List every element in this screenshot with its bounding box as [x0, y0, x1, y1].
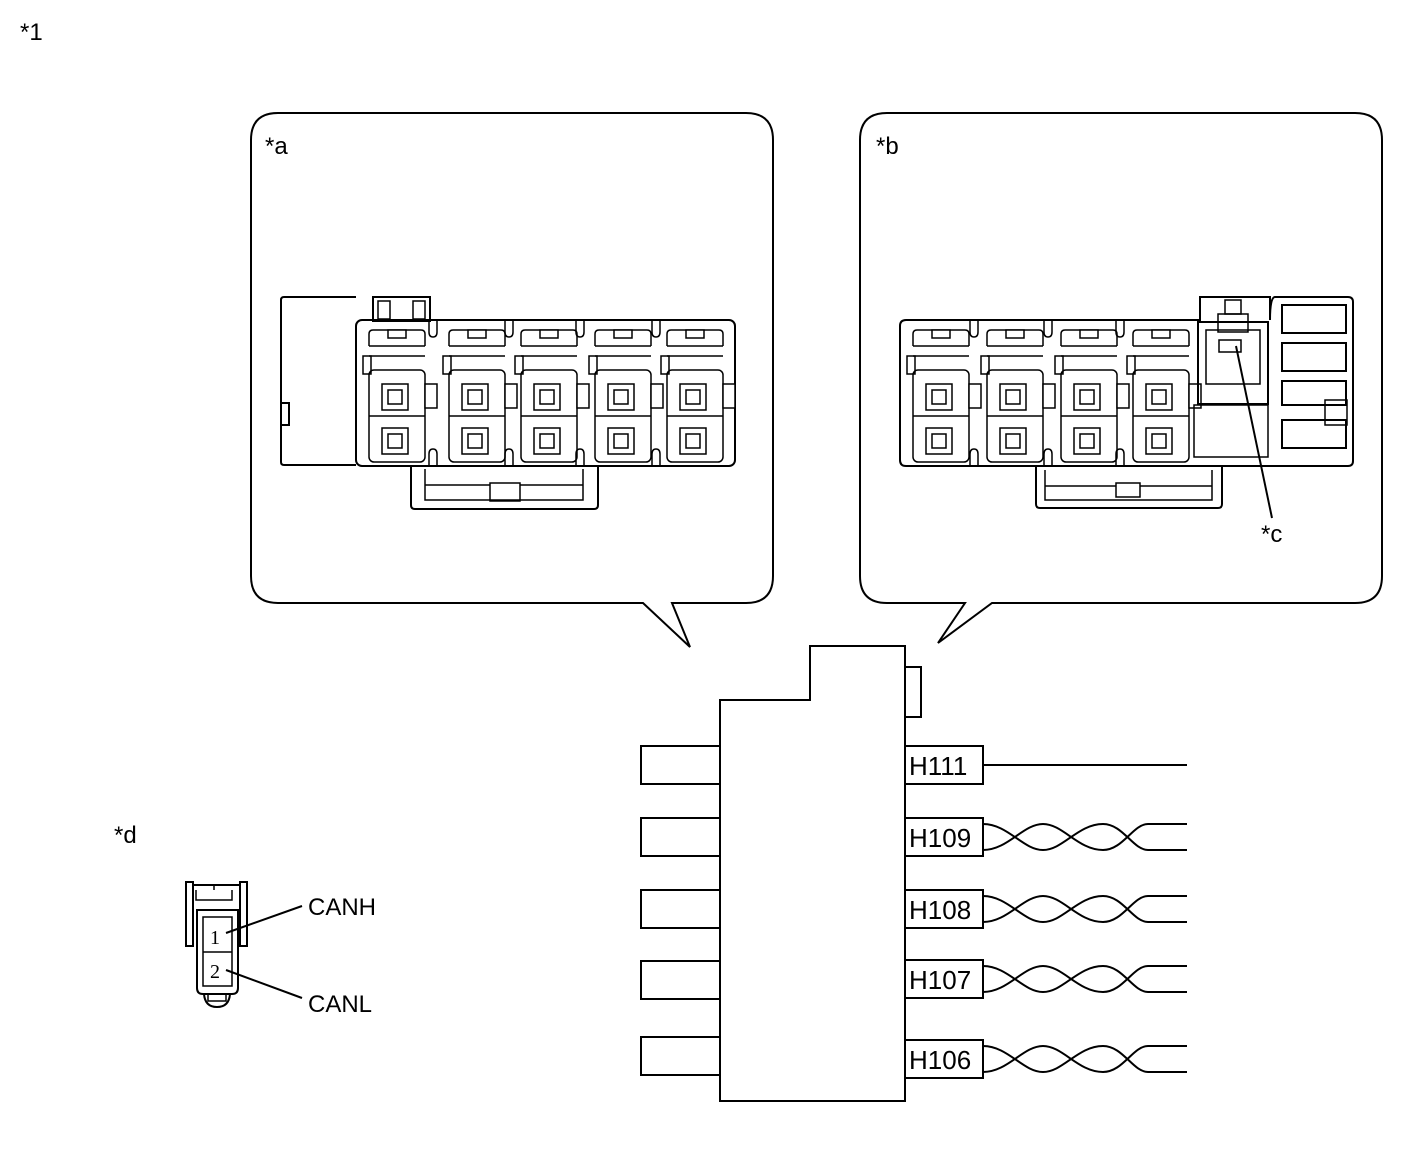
cavity-row-b	[906, 320, 1202, 466]
connector-face-b	[899, 296, 1354, 519]
connector-box	[904, 817, 984, 857]
can-connector: 1 2	[185, 881, 248, 1009]
connector-box	[904, 745, 984, 785]
connector-box	[904, 959, 984, 999]
face-b-cavity-4	[1126, 329, 1202, 463]
cavity-row-a	[362, 320, 736, 466]
face-a-cavity-4	[588, 329, 664, 463]
callout-c-label: *c	[1261, 521, 1282, 548]
left-stub-5	[640, 1036, 721, 1076]
callout-b: *b *c	[859, 112, 1383, 644]
left-connector-stubs	[640, 745, 721, 1076]
connector-box	[904, 1039, 984, 1079]
twisted-pair-wire	[982, 1044, 1187, 1074]
connector-face-a	[280, 296, 736, 510]
pin-1-number: 1	[210, 927, 220, 949]
connector-label: H108	[909, 895, 971, 925]
face-b-cavity-3	[1054, 329, 1130, 463]
left-stub-1	[640, 745, 721, 785]
left-stub-3	[640, 889, 721, 929]
connector-h107: H107	[904, 959, 1187, 999]
connector-label: H111	[909, 751, 967, 781]
callout-c-leader	[1235, 345, 1273, 519]
canl-label: CANL	[308, 991, 372, 1018]
twisted-pair-wire	[982, 822, 1187, 852]
left-stub-4	[640, 960, 721, 1000]
junction-block-tab	[904, 666, 922, 718]
twisted-pair-wire	[982, 964, 1187, 994]
callout-a: *a	[250, 112, 774, 648]
connector-h111: H111	[904, 745, 1187, 785]
junction-block-body	[719, 645, 906, 1102]
face-a-cavity-5	[660, 329, 736, 463]
connector-h108: H108	[904, 889, 1187, 929]
connector-box	[904, 889, 984, 929]
connector-h109: H109	[904, 817, 1187, 857]
face-a-cavity-3	[514, 329, 590, 463]
view-a-label: *a	[265, 133, 288, 160]
canh-label: CANH	[308, 894, 376, 921]
canh-leader	[225, 905, 303, 934]
connector-label: H107	[909, 965, 971, 995]
face-a-cavity-1	[362, 329, 438, 463]
connector-label: H106	[909, 1045, 971, 1075]
callout-a-bubble	[250, 112, 774, 648]
face-b-cavity-2	[980, 329, 1056, 463]
view-d: *d 1 2 CANH CANL	[114, 822, 376, 1018]
view-d-label: *d	[114, 822, 137, 849]
face-a-cavity-2	[442, 329, 518, 463]
face-b-cavity-1	[906, 329, 982, 463]
connector-h106: H106	[904, 1039, 1187, 1079]
callout-b-bubble	[859, 112, 1383, 644]
pin-2-number: 2	[210, 961, 220, 983]
figure-label: *1	[20, 19, 43, 46]
connector-label: H109	[909, 823, 971, 853]
twisted-pair-wire	[982, 894, 1187, 924]
canl-leader	[225, 969, 303, 999]
view-b-label: *b	[876, 133, 899, 160]
left-stub-2	[640, 817, 721, 857]
